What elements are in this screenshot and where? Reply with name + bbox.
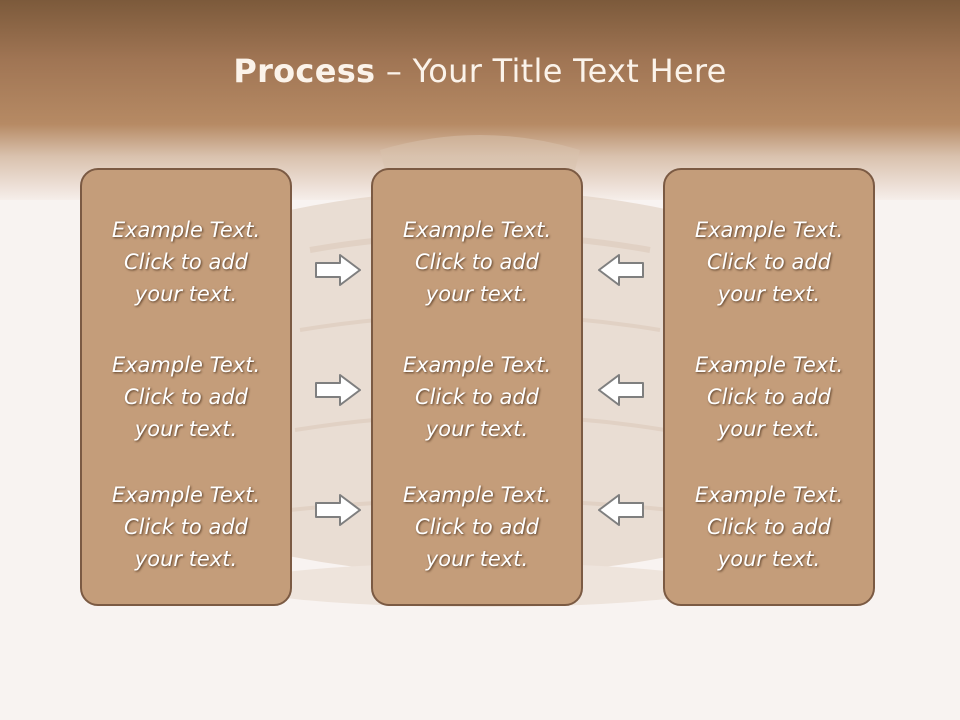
placeholder-text[interactable]: Example Text. Click to add your text. <box>665 479 873 575</box>
title-bold: Process <box>233 52 376 90</box>
text-line: your text. <box>134 282 238 306</box>
placeholder-text[interactable]: Example Text. Click to add your text. <box>373 214 581 310</box>
arrow-right-icon <box>315 374 361 406</box>
placeholder-text[interactable]: Example Text. Click to add your text. <box>82 349 290 445</box>
text-line: Click to add <box>123 385 248 409</box>
text-line: Example Text. <box>694 218 844 242</box>
placeholder-text[interactable]: Example Text. Click to add your text. <box>665 214 873 310</box>
text-line: your text. <box>717 547 821 571</box>
placeholder-text[interactable]: Example Text. Click to add your text. <box>82 479 290 575</box>
arrow-left-icon <box>598 494 644 526</box>
text-line: Example Text. <box>402 218 552 242</box>
text-line: your text. <box>134 417 238 441</box>
arrow-left-icon <box>598 254 644 286</box>
text-line: Example Text. <box>402 353 552 377</box>
placeholder-text[interactable]: Example Text. Click to add your text. <box>665 349 873 445</box>
text-line: your text. <box>717 417 821 441</box>
text-line: Click to add <box>123 515 248 539</box>
arrow-left-icon <box>598 374 644 406</box>
placeholder-text[interactable]: Example Text. Click to add your text. <box>82 214 290 310</box>
text-line: your text. <box>425 547 529 571</box>
text-line: Example Text. <box>111 353 261 377</box>
placeholder-text[interactable]: Example Text. Click to add your text. <box>373 479 581 575</box>
text-line: Click to add <box>706 250 831 274</box>
placeholder-text[interactable]: Example Text. Click to add your text. <box>373 349 581 445</box>
text-line: Example Text. <box>694 353 844 377</box>
left-text-panel[interactable]: Example Text. Click to add your text. Ex… <box>80 168 292 606</box>
text-line: Example Text. <box>111 483 261 507</box>
slide-title[interactable]: Process – Your Title Text Here <box>0 52 960 90</box>
text-line: Click to add <box>706 385 831 409</box>
text-line: your text. <box>425 417 529 441</box>
right-text-panel[interactable]: Example Text. Click to add your text. Ex… <box>663 168 875 606</box>
text-line: Click to add <box>414 250 539 274</box>
text-line: Example Text. <box>694 483 844 507</box>
text-line: Click to add <box>414 515 539 539</box>
text-line: Click to add <box>706 515 831 539</box>
text-line: Click to add <box>414 385 539 409</box>
arrow-right-icon <box>315 494 361 526</box>
text-line: Click to add <box>123 250 248 274</box>
text-line: your text. <box>134 547 238 571</box>
title-rest: – Your Title Text Here <box>375 52 727 90</box>
middle-text-panel[interactable]: Example Text. Click to add your text. Ex… <box>371 168 583 606</box>
text-line: your text. <box>425 282 529 306</box>
text-line: Example Text. <box>111 218 261 242</box>
text-line: your text. <box>717 282 821 306</box>
text-line: Example Text. <box>402 483 552 507</box>
arrow-right-icon <box>315 254 361 286</box>
